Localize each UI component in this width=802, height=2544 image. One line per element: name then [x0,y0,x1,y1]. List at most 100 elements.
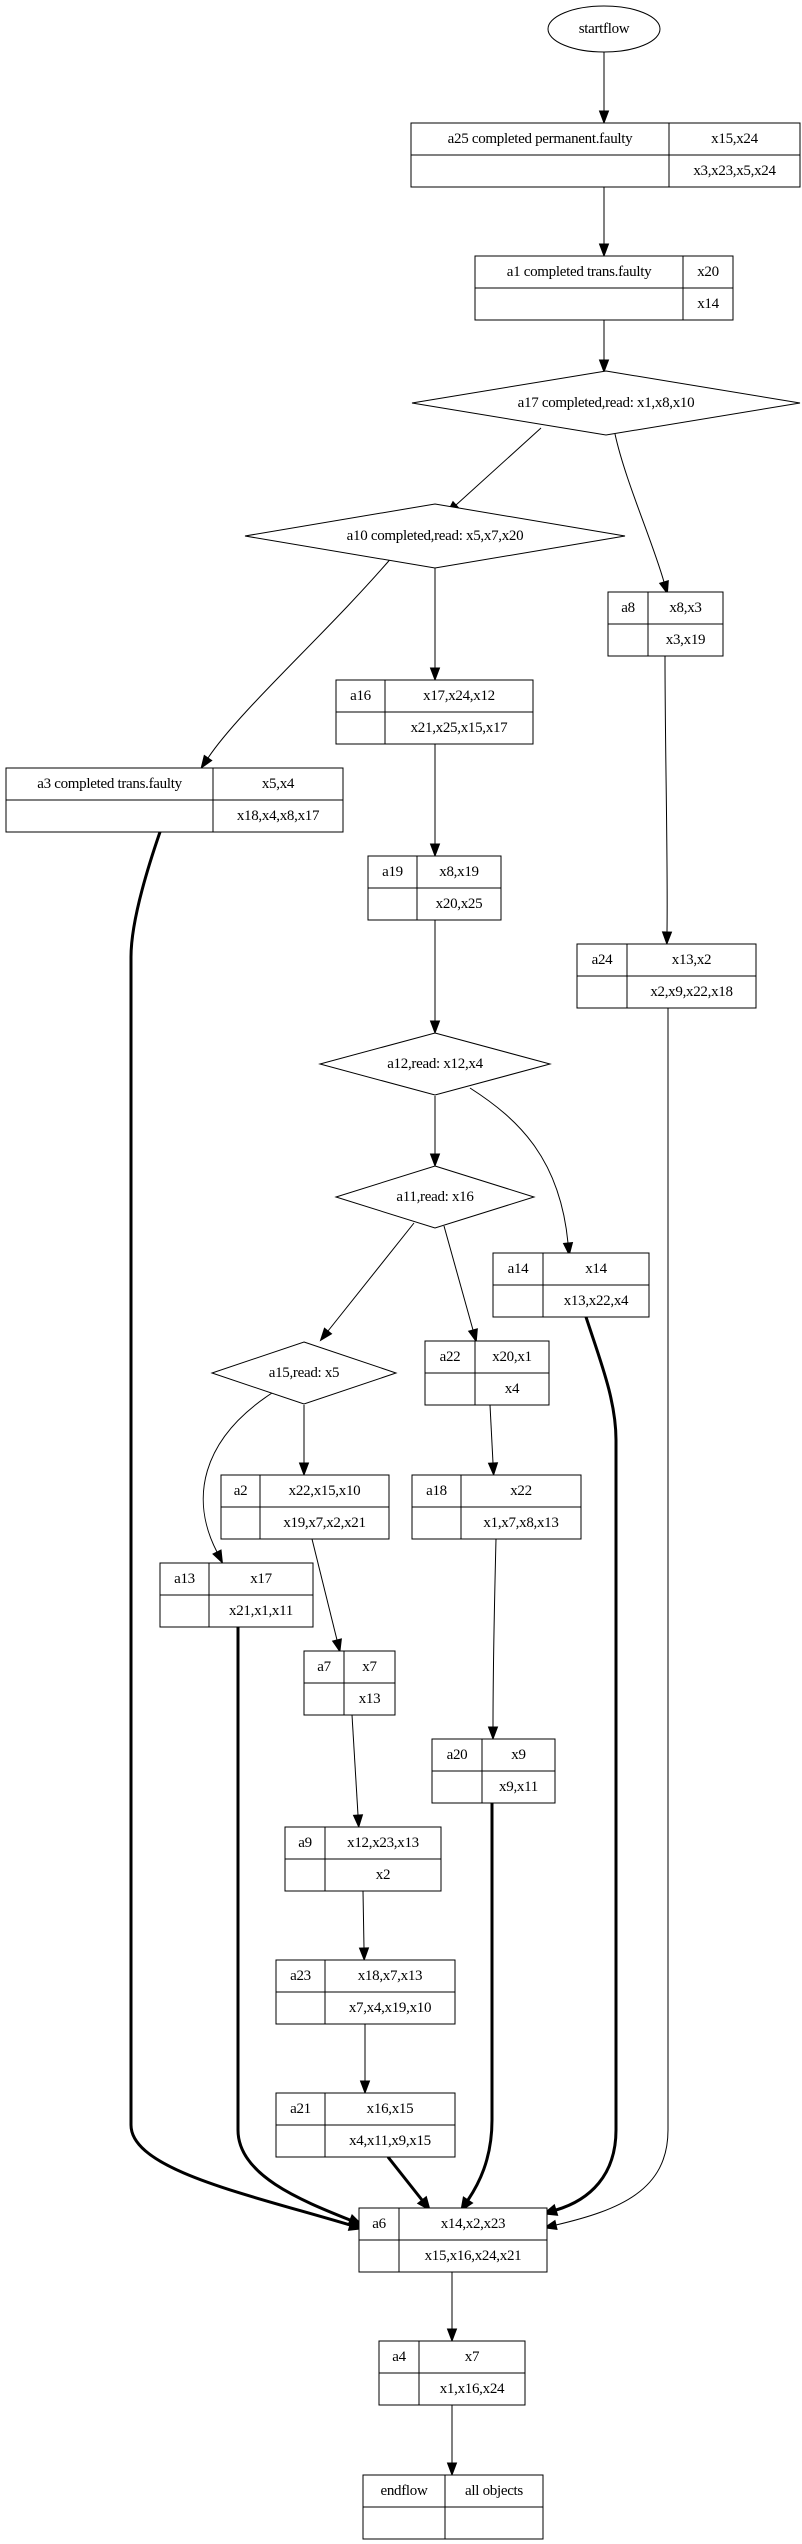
activity-name: a20 [447,1747,468,1763]
edge-a8-to-a24 [661,655,673,946]
bottom-variables: x15,x16,x24,x21 [425,2248,522,2264]
arrowhead-icon [358,1947,370,1962]
edge-line [129,831,351,2227]
activity-name: a14 [508,1261,530,1277]
activity-name: a9 [298,1835,312,1851]
edge-a1-to-a17 [598,320,610,374]
bottom-variables: x2,x9,x22,x18 [650,984,732,1000]
edge-a17-to-a8 [614,433,669,595]
bottom-variables: x3,x23,x5,x24 [693,163,776,179]
bottom-variables: x2 [376,1867,390,1883]
arrowhead-icon [331,1638,342,1654]
edge-a12-to-a11 [429,1096,441,1168]
top-variables: all objects [465,2483,523,2499]
top-variables: x7 [465,2349,480,2365]
activity-name: a18 [426,1483,447,1499]
node-a2[interactable]: a2 x22,x15,x10 x19,x7,x2,x21 [220,1474,390,1540]
arrowhead-icon [598,110,610,125]
decision-diamond [210,1341,398,1405]
decision-diamond [411,370,801,436]
node-a13[interactable]: a13 x17 x21,x1,x11 [159,1562,314,1628]
edge-a4-to-endflow [446,2405,458,2477]
top-variables: x14,x2,x23 [441,2216,506,2232]
activity-name: a23 [290,1968,311,1984]
arrowhead-icon [598,359,610,374]
edge-a21-to-a6 [386,2156,431,2212]
node-startflow[interactable]: startflow [547,5,661,53]
edge-line [327,1222,415,1332]
node-a17[interactable]: a17 completed,read: x1,x8,x10 [411,370,801,436]
edge-a12-to-a14 [469,1087,574,1257]
bottom-variables: x18,x4,x8,x17 [237,808,320,824]
activity-name: a4 [392,2349,406,2365]
edge-line [351,1714,359,1816]
edge-a6-to-a4 [446,2272,458,2343]
edge-a16-to-a19 [429,744,441,858]
node-a10[interactable]: a10 completed,read: x5,x7,x20 [244,503,626,569]
top-variables: x17 [250,1571,272,1587]
top-variables: x14 [585,1261,607,1277]
activity-name: a25 completed permanent.faulty [448,131,633,147]
arrowhead-icon [661,931,673,946]
edge-a15-to-a13 [202,1392,273,1565]
decision-label: a11,read: x16 [396,1189,474,1205]
arrowhead-icon [352,1814,364,1829]
activity-name: a13 [174,1571,195,1587]
bottom-variables: x21,x1,x11 [229,1603,293,1619]
arrowhead-icon [562,1241,574,1257]
edge-a24-to-a6 [542,1008,669,2230]
decision-label: a17 completed,read: x1,x8,x10 [518,395,695,411]
bottom-variables: x7,x4,x19,x10 [349,2000,431,2016]
top-variables: x22 [510,1483,532,1499]
edge-a15-to-a2 [298,1405,310,1477]
arrowhead-icon [429,1020,441,1035]
activity-name: a2 [234,1483,248,1499]
edge-line [455,427,542,506]
top-variables: x22,x15,x10 [289,1483,361,1499]
decision-label: a12,read: x12,x4 [387,1056,483,1072]
edge-line [664,655,668,933]
node-a12[interactable]: a12,read: x12,x4 [318,1032,552,1096]
arrowhead-icon [658,580,669,595]
edge-line [469,1087,569,1244]
node-a15[interactable]: a15,read: x5 [210,1341,398,1405]
arrowhead-icon [446,2328,458,2343]
decision-diamond [244,503,626,569]
node-a11[interactable]: a11,read: x16 [334,1165,536,1229]
node-a9[interactable]: a9 x12,x23,x13 x2 [284,1826,442,1892]
node-endflow[interactable]: endflow all objects [362,2474,544,2540]
arrowhead-icon [487,1462,499,1477]
bottom-variables: x19,x7,x2,x21 [283,1515,365,1531]
edge-a23-to-a21 [359,2024,371,2095]
bottom-variables: x14 [697,296,719,312]
top-variables: x12,x23,x13 [347,1835,419,1851]
edge-line [362,1890,365,1949]
arrowhead-icon [298,1462,310,1477]
arrowhead-icon [212,1549,224,1565]
decision-label: a10 completed,read: x5,x7,x20 [347,528,524,544]
edge-line [202,1392,273,1553]
activity-name: endflow [380,2483,428,2499]
arrowhead-icon [446,2462,458,2477]
edge-line [466,1803,494,2201]
arrowhead-icon [429,1153,441,1168]
activity-name: a22 [440,1349,461,1365]
